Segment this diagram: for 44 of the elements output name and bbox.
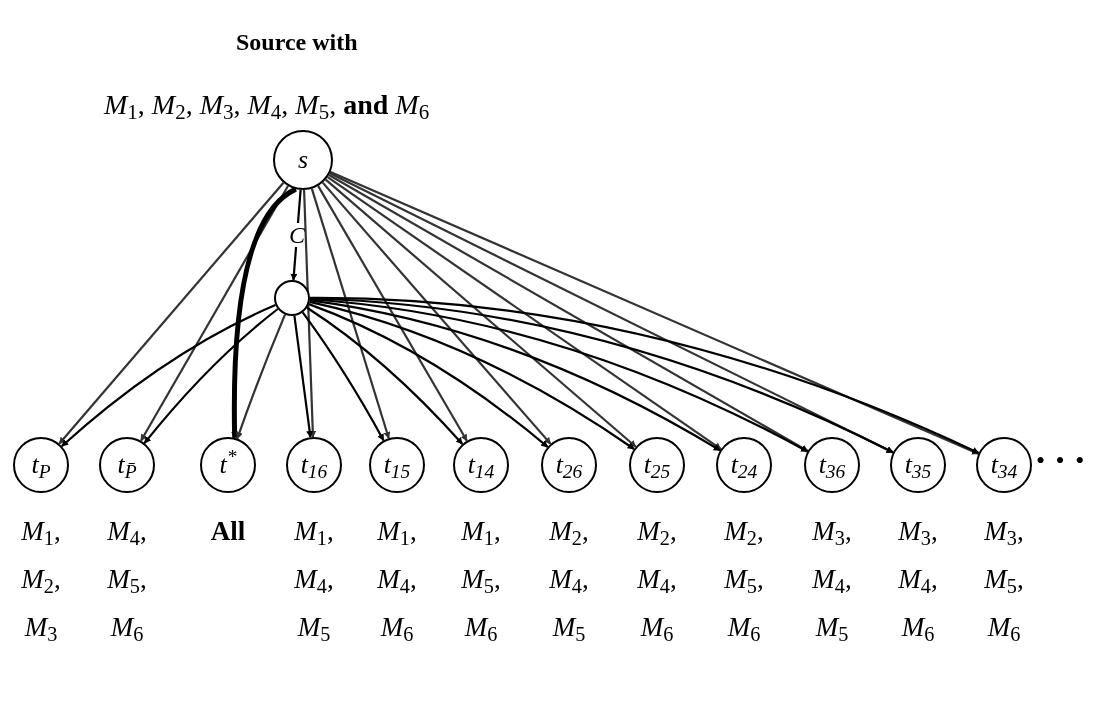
arrow [309, 298, 809, 453]
ellipsis: • • • [1036, 448, 1087, 474]
message-set: M$_{3}$, M$_{5}$, M$_{6}$ [983, 515, 1025, 648]
message-set: All [209, 515, 247, 548]
message-set: M$_{1}$, M$_{4}$, M$_{6}$ [376, 515, 418, 648]
arrow [325, 178, 637, 448]
arrow [236, 314, 286, 440]
message-set: M$_{1}$, M$_{2}$, M$_{3}$ [20, 515, 62, 648]
message-set: M$_{2}$, M$_{4}$, M$_{5}$ [548, 515, 590, 648]
node-label: t$_{36}$ [818, 452, 846, 478]
node-label: t$_{P̄}$ [117, 452, 137, 478]
arrow [310, 188, 391, 439]
node-label: t$_{P}$ [31, 452, 51, 478]
node-label: t$_{14}$ [467, 452, 495, 478]
node-label: t$_{26}$ [555, 452, 583, 478]
arrow [327, 176, 722, 450]
message-set: M$_{2}$, M$_{4}$, M$_{6}$ [636, 515, 678, 648]
node-label: t$_{35}$ [904, 452, 932, 478]
arrow [61, 304, 276, 448]
source-messages: M$_{1}$, M$_{2}$, M$_{3}$, M$_{4}$, M$_{5}$, and M$_{6}$ [104, 88, 430, 126]
message-set: M$_{1}$, M$_{4}$, M$_{5}$ [293, 515, 335, 648]
message-set: M$_{1}$, M$_{5}$, M$_{6}$ [460, 515, 502, 648]
message-set: M$_{2}$, M$_{5}$, M$_{6}$ [723, 515, 765, 648]
message-set: M$_{3}$, M$_{4}$, M$_{6}$ [897, 515, 939, 648]
arrow [303, 189, 317, 438]
arrow [58, 182, 285, 445]
arrow [306, 306, 464, 445]
arrow [309, 299, 721, 452]
message-set: M$_{4}$, M$_{5}$, M$_{6}$ [106, 515, 148, 648]
arrow [328, 174, 809, 452]
arrow [321, 181, 552, 445]
arrow [290, 189, 302, 281]
node-label: t$_{16}$ [300, 452, 328, 478]
node-label: t$_{15}$ [383, 452, 411, 478]
node-label: t$_{24}$ [730, 452, 758, 478]
node-label: s [297, 147, 309, 173]
node-label: t$_{34}$ [990, 452, 1018, 478]
message-set: M$_{3}$, M$_{4}$, M$_{5}$ [811, 515, 853, 648]
heading: Source with [236, 28, 358, 57]
arrow [309, 300, 635, 450]
node-label: t$^{*}$ [219, 452, 237, 478]
node-label: t$_{25}$ [643, 452, 671, 478]
arrow [293, 315, 314, 438]
arrow [143, 308, 279, 444]
